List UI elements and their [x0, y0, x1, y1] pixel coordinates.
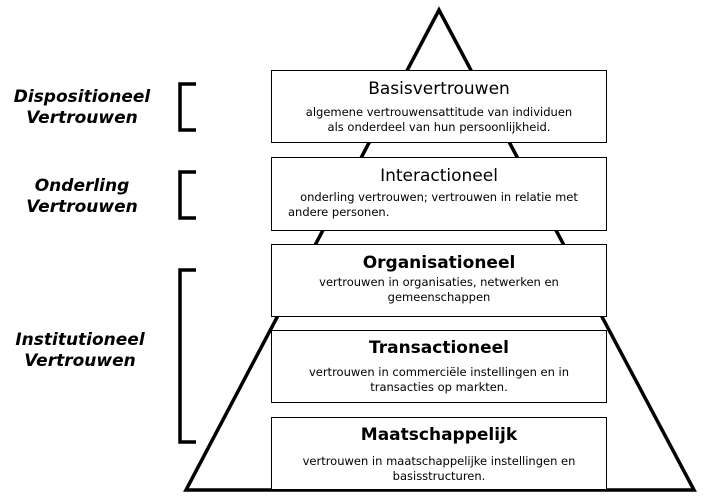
box-desc-line: vertrouwen in organisaties, netwerken en	[319, 275, 559, 289]
box-desc-line: algemene vertrouwensattitude van individ…	[305, 105, 573, 119]
box-desc-line: vertrouwen in commerciële instellingen e…	[308, 365, 570, 379]
box-title: Basisvertrouwen	[368, 79, 510, 99]
label-onderling-line1: Onderling	[34, 176, 130, 196]
bracket-onderling	[178, 170, 196, 220]
bracket-dispositioneel	[178, 82, 196, 132]
box-title: Organisationeel	[362, 253, 516, 273]
label-institutioneel-line2: Vertrouwen	[24, 351, 136, 371]
bracket-institutioneel	[178, 268, 196, 444]
box-title: Maatschappelijk	[360, 425, 518, 445]
label-onderling-line2: Vertrouwen	[26, 197, 138, 217]
label-dispositioneel-line2: Vertrouwen	[26, 108, 138, 128]
box-desc-line: als onderdeel van hun persoonlijkheid.	[327, 120, 551, 134]
label-institutioneel-line1: Institutioneel	[15, 330, 145, 350]
label-institutioneel-vertrouwen: Institutioneel Vertrouwen	[0, 330, 160, 372]
box-title: Interactioneel	[380, 166, 498, 186]
label-dispositioneel-line1: Dispositioneel	[13, 87, 151, 107]
box-desc-line: andere personen.	[288, 205, 390, 219]
box-desc-line: transacties op markten.	[370, 380, 508, 394]
box-transactioneel: Transactioneel vertrouwen in commerciële…	[271, 330, 607, 403]
label-onderling-vertrouwen: Onderling Vertrouwen	[4, 176, 160, 218]
box-basisvertrouwen: Basisvertrouwen algemene vertrouwensatti…	[271, 70, 607, 143]
box-maatschappelijk: Maatschappelijk vertrouwen in maatschapp…	[271, 417, 607, 490]
box-desc-line: basisstructuren.	[392, 469, 486, 483]
box-interactioneel: Interactioneel onderling vertrouwen; ver…	[271, 157, 607, 231]
box-desc-line: gemeenschappen	[387, 290, 491, 304]
box-title: Transactioneel	[369, 338, 509, 358]
box-desc-line: onderling vertrouwen; vertrouwen in rela…	[300, 190, 578, 204]
label-dispositioneel-vertrouwen: Dispositioneel Vertrouwen	[4, 87, 160, 129]
box-desc-line: vertrouwen in maatschappelijke instellin…	[302, 454, 576, 468]
box-organisationeel: Organisationeel vertrouwen in organisati…	[271, 244, 607, 317]
